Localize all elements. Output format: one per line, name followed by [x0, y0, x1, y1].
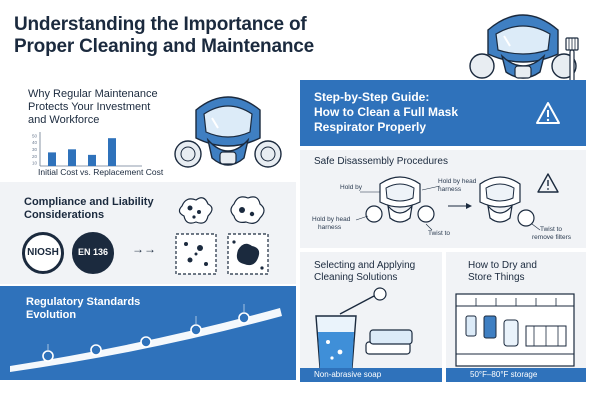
compliance-heading-line2: Considerations [24, 209, 105, 221]
page-title-line1: Understanding the Importance of [14, 14, 307, 35]
label-hold-by: Hold by [340, 184, 363, 191]
drying-heading-line1: How to Dry and [468, 260, 537, 271]
drying-footer: 50°F–80°F storage [446, 368, 586, 382]
contamination-illustration [175, 196, 269, 275]
regulatory-heading-line1: Regulatory Standards [26, 296, 141, 308]
label-hold-head-2: Hold by head [312, 216, 351, 223]
compliance-heading-line1: Compliance and Liability [24, 196, 154, 208]
niosh-badge: NIOSH [22, 232, 64, 274]
chart-ytick-30: 30 [32, 147, 38, 152]
cleaning-section: Selecting and Applying Cleaning Solution… [300, 252, 442, 382]
cleaning-illustration [315, 287, 413, 369]
warning-icon [536, 102, 560, 124]
regulatory-section: Regulatory Standards Evolution [0, 286, 296, 380]
maintenance-heading-line3: and Workforce [28, 114, 100, 126]
arrow-right: →→ [132, 242, 156, 256]
chart-bar-2 [68, 149, 76, 166]
chart-ytick-50: 50 [32, 133, 38, 138]
regulatory-heading-line2: Evolution [26, 309, 77, 321]
drying-heading-line2: Store Things [468, 272, 525, 283]
storage-cabinet-illustration [455, 293, 575, 367]
maintenance-section: Why Regular Maintenance Protects Your In… [0, 78, 296, 180]
cleaning-heading-line2: Cleaning Solutions [314, 272, 398, 283]
maintenance-heading-line2: Protects Your Investment [28, 101, 151, 113]
drying-section: How to Dry and Store Things 50°F–80°F st… [446, 252, 586, 382]
chart-bar-1 [48, 152, 56, 166]
guide-heading-block: Step-by-Step Guide: How to Clean a Full … [300, 80, 586, 146]
label-twist-to-2: Twist to [540, 226, 563, 233]
disassembly-heading: Safe Disassembly Procedures [314, 156, 448, 167]
guide-top-area: Step-by-Step Guide: How to Clean a Full … [300, 0, 600, 146]
cleaning-footer: Non-abrasive soap [300, 368, 442, 382]
disassembly-section: Safe Disassembly Procedures Hold by Hold… [300, 150, 586, 248]
cleaning-footer-label: Non-abrasive soap [314, 370, 382, 379]
chart-bar-4 [108, 138, 116, 166]
label-twist-to-1: Twist to [428, 230, 451, 237]
header: Understanding the Importance of Proper C… [0, 0, 600, 72]
en136-badge: EN 136 [72, 232, 114, 274]
label-remove-filters: remove filters [532, 234, 572, 241]
guide-heading-line1: Step-by-Step Guide: [314, 90, 430, 104]
disassembly-illustration [355, 173, 559, 231]
chart-caption: Initial Cost vs. Replacement Cost [38, 167, 164, 177]
regulatory-timeline [10, 304, 282, 372]
label-hold-head-1: Hold by head [438, 178, 477, 185]
chart-bar-3 [88, 154, 96, 166]
niosh-badge-label: NIOSH [27, 247, 59, 258]
en136-badge-label: EN 136 [77, 247, 109, 257]
cleaning-heading-line1: Selecting and Applying [314, 260, 416, 271]
guide-heading-line2: How to Clean a Full Mask [314, 105, 459, 119]
respirator-illustration-left [174, 96, 282, 168]
guide-heading-line3: Respirator Properly [314, 120, 427, 134]
label-hold-head-1b: harness [438, 186, 462, 193]
chart-ytick-20: 20 [32, 154, 38, 159]
label-hold-head-2b: harness [318, 224, 342, 231]
chart-ytick-10: 10 [32, 161, 38, 166]
cost-bar-chart: 50 40 30 20 10 [32, 132, 142, 167]
drying-footer-label: 50°F–80°F storage [470, 370, 538, 379]
compliance-section: Compliance and Liability Considerations … [0, 182, 296, 284]
maintenance-heading-line1: Why Regular Maintenance [28, 88, 158, 100]
page-title-line2: Proper Cleaning and Maintenance [14, 36, 314, 57]
chart-ytick-40: 40 [32, 140, 38, 145]
